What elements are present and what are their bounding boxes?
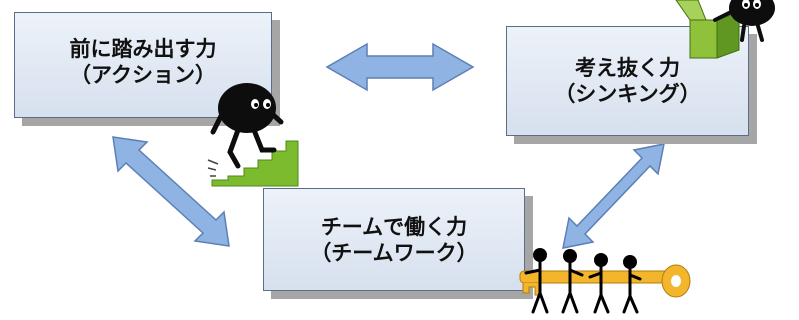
thinking-subtitle: （シンキング） [554,82,701,106]
team-carrying-key-icon [519,248,691,314]
double-arrow-icon [562,143,665,249]
stick-figure-climbing-stairs-icon [207,83,299,187]
action-box: 前に踏み出す力 （アクション） [14,12,272,118]
double-arrow-icon [325,42,475,92]
action-title: 前に踏み出す力 [69,37,217,61]
teamwork-title: チームで働く力 [320,214,468,239]
action-subtitle: （アクション） [70,63,216,87]
thinking-title: 考え抜く力 [575,56,680,80]
stick-figure-in-box-icon [675,0,775,59]
thinking-box: 考え抜く力 （シンキング） [506,26,749,136]
double-arrow-icon [112,136,230,247]
teamwork-box: チームで働く力 （チームワーク） [263,188,525,291]
teamwork-subtitle: （チームワーク） [310,240,478,265]
